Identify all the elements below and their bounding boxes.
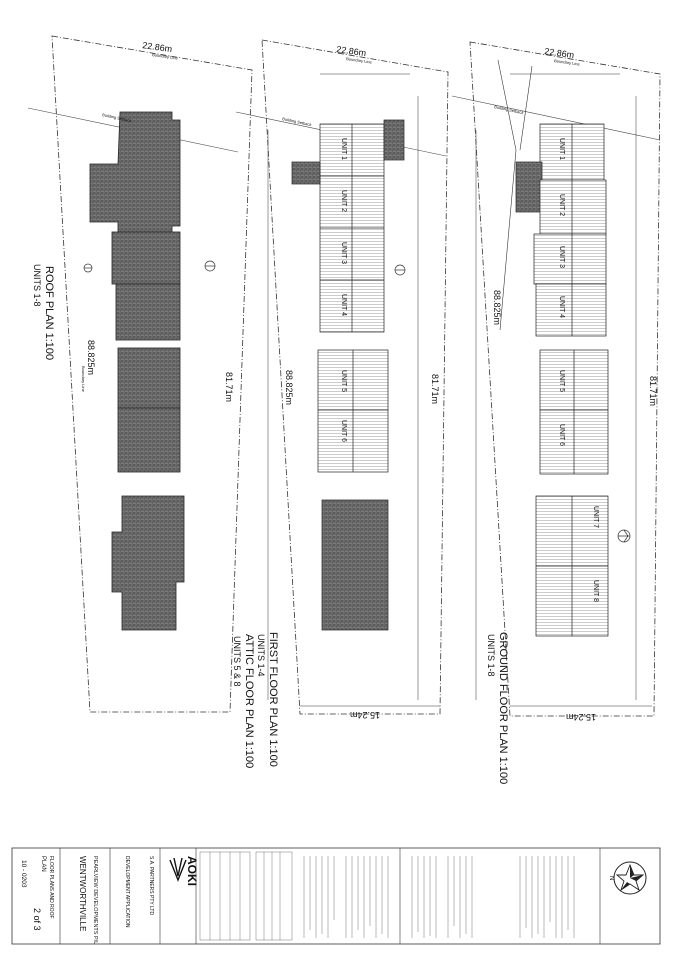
ground-floor-plan: UNIT 1 UNIT 2 UNIT 3 UNIT 4 UNIT 5 UNIT … bbox=[451, 41, 661, 784]
ground-north-symbol bbox=[617, 529, 631, 543]
sheet-number: 2 of 3 bbox=[32, 908, 42, 931]
application-type: DEVELOPMENT APPLICATION bbox=[124, 856, 130, 928]
first-unit-2: UNIT 2 bbox=[340, 190, 347, 212]
roof-side-dimension-b: 81.71m bbox=[224, 372, 234, 402]
drawing-type: PLAN bbox=[40, 856, 46, 872]
ground-side-dimension-a: 88.825m bbox=[492, 290, 502, 325]
ground-unit-5: UNIT 5 bbox=[558, 370, 565, 392]
first-site-boundary bbox=[261, 39, 449, 715]
revision-schedule bbox=[199, 851, 293, 941]
first-side-dimension-a: 88.825m bbox=[284, 370, 294, 405]
first-top-dimension: 22.86m bbox=[336, 44, 367, 58]
roof-side-dimension-a: 88.825m bbox=[86, 340, 96, 375]
first-north-symbol bbox=[394, 264, 406, 276]
first-unit-4: UNIT 4 bbox=[340, 294, 347, 316]
firm-name: AOKI bbox=[185, 856, 199, 886]
ground-plan-title: GROUND FLOOR PLAN 1:100 bbox=[497, 632, 509, 784]
roof-buildings bbox=[89, 111, 185, 631]
ground-driveway-line bbox=[497, 59, 533, 331]
title-block: N AOKI S.A. PARTNERS PTY LTD DEVELOPMENT… bbox=[11, 847, 661, 945]
ground-top-boundary-label: Boundary Line bbox=[554, 58, 581, 67]
first-bottom-dimension: 15.24m bbox=[350, 710, 380, 720]
first-floor-plan: UNIT 1 UNIT 2 UNIT 3 UNIT 4 UNIT 5 UNIT … bbox=[232, 39, 449, 768]
ground-unit-1: UNIT 1 bbox=[558, 138, 565, 160]
roof-site-boundary bbox=[51, 35, 253, 713]
project-suburb: WENTWORTHVILLE bbox=[78, 856, 87, 931]
ground-unit-2: UNIT 2 bbox=[558, 194, 565, 216]
first-setback-label: Building Setback bbox=[282, 116, 312, 127]
first-unit-6: UNIT 6 bbox=[340, 420, 347, 442]
ground-unit-7: UNIT 7 bbox=[592, 506, 599, 528]
first-plan-title: FIRST FLOOR PLAN 1:100 bbox=[267, 632, 279, 767]
north-arrow-label: N bbox=[608, 876, 614, 880]
ground-unit-6: UNIT 6 bbox=[558, 424, 565, 446]
ground-dimension-rulers bbox=[475, 73, 652, 707]
ground-top-dimension: 22.86m bbox=[544, 46, 575, 60]
roof-north-symbols bbox=[83, 260, 216, 273]
first-dimension-rulers bbox=[267, 73, 440, 707]
company-name: S.A. PARTNERS PTY LTD bbox=[148, 856, 154, 915]
roof-top-dimension: 22.86m bbox=[142, 40, 173, 54]
ground-site-boundary bbox=[469, 41, 661, 717]
first-unit-labels: UNIT 1 UNIT 2 UNIT 3 UNIT 4 UNIT 5 UNIT … bbox=[340, 138, 347, 442]
first-unit-3: UNIT 3 bbox=[340, 242, 347, 264]
attic-plan-units: UNITS 5 & 8 bbox=[232, 636, 242, 687]
north-arrow-icon: N bbox=[608, 861, 647, 895]
general-notes bbox=[303, 856, 575, 938]
ground-unit-8: UNIT 8 bbox=[592, 580, 599, 602]
roof-top-boundary-label: Boundary Line bbox=[152, 52, 179, 61]
drawing-title: FLOOR PLANS AND ROOF bbox=[48, 856, 54, 919]
roof-plan: 22.86m Boundary Line Building Setback 88… bbox=[27, 35, 253, 713]
ground-plan-units: UNITS 1-8 bbox=[486, 634, 496, 677]
project-name: PEARLVIEW DEVELOPMENTS P/L bbox=[92, 856, 98, 944]
ground-setback-line bbox=[451, 95, 661, 141]
first-top-boundary-label: Boundary Line bbox=[346, 56, 373, 65]
job-number: 10 - 0203 bbox=[20, 860, 27, 888]
ground-unit-3: UNIT 3 bbox=[558, 246, 565, 268]
roof-setback-label: Building Setback bbox=[102, 112, 132, 123]
ground-unit-4: UNIT 4 bbox=[558, 296, 565, 318]
attic-plan-title: ATTIC FLOOR PLAN 1:100 bbox=[243, 634, 255, 768]
ground-floor-units bbox=[515, 123, 609, 637]
roof-plan-title: ROOF PLAN 1:100 bbox=[43, 266, 55, 360]
roof-side-boundary-label: Boundary Line bbox=[81, 366, 86, 393]
ground-side-dimension-b: 81.71m bbox=[648, 376, 658, 406]
ground-unit-labels: UNIT 1 UNIT 2 UNIT 3 UNIT 4 UNIT 5 UNIT … bbox=[558, 138, 599, 602]
ground-setback-label: Building Setback bbox=[494, 104, 524, 115]
first-unit-1: UNIT 1 bbox=[340, 138, 347, 160]
ground-bottom-dimension: 15.24m bbox=[566, 712, 596, 722]
roof-plan-units: UNITS 1-8 bbox=[32, 264, 42, 307]
company-logo: AOKI bbox=[169, 856, 199, 886]
first-floor-units bbox=[291, 119, 405, 631]
first-side-dimension-b: 81.71m bbox=[430, 374, 440, 404]
first-plan-units: UNITS 1-4 bbox=[256, 634, 266, 677]
first-unit-5: UNIT 5 bbox=[340, 370, 347, 392]
